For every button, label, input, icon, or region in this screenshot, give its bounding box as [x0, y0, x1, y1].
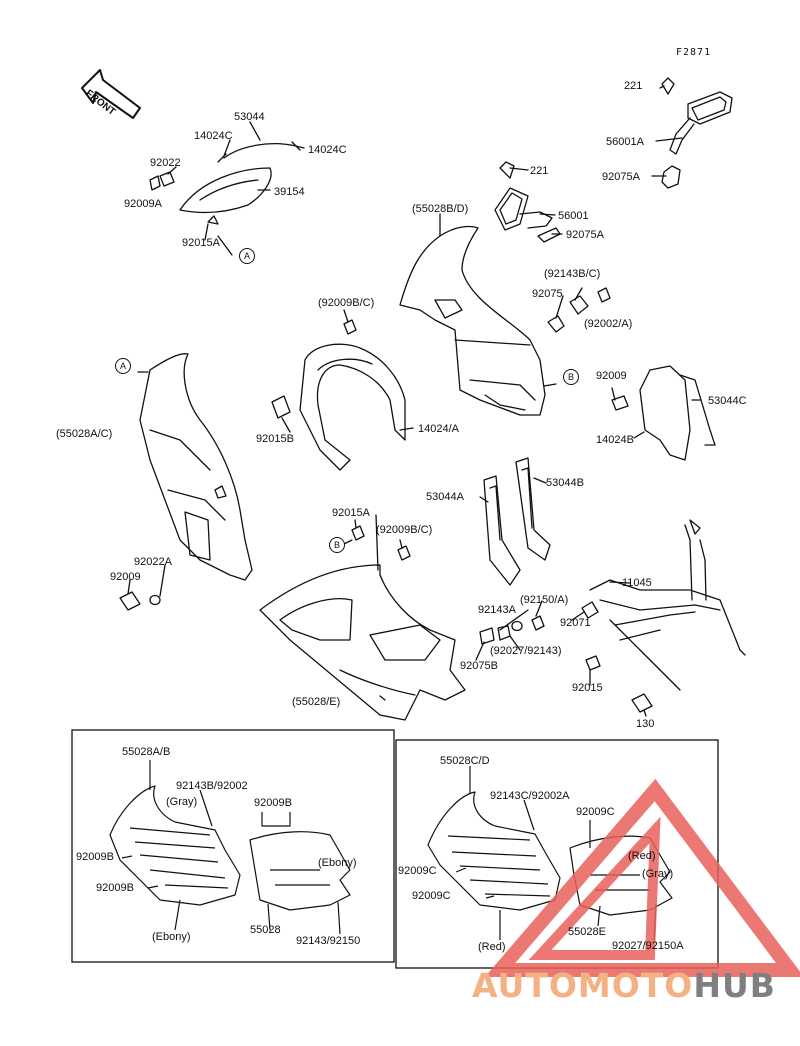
part-label-92015: 92015 [572, 682, 603, 694]
inset-left-label-92143B-92002: 92143B/92002 [176, 780, 248, 792]
part-label-55028E: (55028/E) [292, 696, 341, 708]
inset-right-fairing-icon [427, 791, 561, 911]
callout-b-mid: B [329, 537, 345, 553]
part-label-56001A: 56001A [606, 136, 644, 148]
part-label-221-top: 221 [624, 80, 643, 92]
part-label-92071: 92071 [560, 617, 591, 629]
part-label-39154: 39154 [274, 186, 305, 198]
front-arrow-icon [81, 69, 141, 119]
part-label-221-mid: 221 [530, 165, 549, 177]
part-label-92009A: 92009A [124, 198, 162, 210]
inset-right-label-red: (Red) [628, 850, 656, 862]
part-label-11045: 11045 [622, 577, 652, 589]
inset-right-label-92009C-a: 92009C [398, 865, 437, 877]
inner-panel-icon [299, 343, 406, 471]
watermark-part2: HUB [693, 966, 776, 1005]
part-label-92009-left: 92009 [110, 571, 141, 583]
part-label-14024B: 14024B [596, 434, 634, 446]
callout-a-left: A [115, 358, 131, 374]
part-label-92027-92143: (92027/92143) [490, 645, 562, 657]
side-panel-c-icon [611, 365, 716, 461]
inset-left-label-92009B-top: 92009B [254, 797, 292, 809]
part-label-92143BC: (92143B/C) [544, 268, 601, 280]
part-label-55028BD: (55028B/D) [412, 203, 469, 215]
inset-left-label-55028: 55028 [250, 924, 281, 936]
part-label-92009BC-top: (92009B/C) [318, 297, 375, 309]
part-label-92009BC-mid: (92009B/C) [376, 524, 433, 536]
inset-left-label-92143-92150: 92143/92150 [296, 935, 361, 947]
inset-left-fairing-icon [109, 785, 241, 906]
inset-left-label-gray: (Gray) [166, 796, 198, 808]
part-label-130: 130 [636, 718, 655, 730]
part-label-92075B: 92075B [460, 660, 498, 672]
part-label-92075A-top: 92075A [602, 171, 640, 183]
watermark-text: AUTOMOTOHUB [472, 966, 776, 1005]
inset-left-label-ebony-right: (Ebony) [318, 857, 357, 869]
inset-right-label-92143C-92002A: 92143C/92002A [490, 790, 570, 802]
part-label-92075A-mid: 92075A [566, 229, 604, 241]
callout-b-right: B [563, 369, 579, 385]
side-fairing-left-icon [139, 353, 253, 581]
inset-left-label-92009B-b: 92009B [96, 882, 134, 894]
inset-left-label-92009B-a: 92009B [76, 851, 114, 863]
lower-cowl-icon [259, 564, 466, 721]
part-label-55028AC: (55028A/C) [56, 428, 113, 440]
part-label-53044A: 53044A [426, 491, 464, 503]
inset-right-label-55028CD: 55028C/D [440, 755, 490, 767]
part-label-92150A: (92150/A) [520, 594, 569, 606]
inset-right-label-red-bottom: (Red) [478, 941, 506, 953]
inset-right-label-55028E: 55028E [568, 926, 606, 938]
mirror-left-icon [494, 161, 561, 243]
callout-a-top: A [239, 248, 255, 264]
inset-left-label-55028AB: 55028A/B [122, 746, 171, 758]
watermark-logo [484, 778, 800, 977]
part-label-53044: 53044 [234, 111, 265, 123]
inset-left-label-ebony-bottom: (Ebony) [152, 931, 191, 943]
part-label-53044B: 53044B [546, 477, 584, 489]
part-label-92143A: 92143A [478, 604, 516, 616]
inset-left-frame [71, 729, 395, 963]
part-label-56001: 56001 [558, 210, 589, 222]
watermark-part1: AUTOMOTO [472, 966, 694, 1005]
inset-left-lower-icon [249, 831, 351, 911]
part-label-53044C: 53044C [708, 395, 747, 407]
figure-code: F2871 [676, 47, 712, 58]
part-label-14024A: 14024/A [418, 423, 459, 435]
part-label-92015A-mid: 92015A [332, 507, 370, 519]
part-label-92015B: 92015B [256, 433, 294, 445]
part-label-92015A-top: 92015A [182, 237, 220, 249]
inset-right-label-gray: (Gray) [642, 868, 674, 880]
part-label-92009-right: 92009 [596, 370, 627, 382]
inset-right-label-92009C-b: 92009C [412, 890, 451, 902]
part-label-92002A: (92002/A) [584, 318, 633, 330]
part-label-14024C-left: 14024C [194, 130, 233, 142]
part-label-92075: 92075 [532, 288, 563, 300]
fairing-stay-icon [589, 519, 746, 691]
side-panel-a-icon [483, 475, 521, 586]
windshield-icon [149, 141, 301, 225]
inset-right-label-92009C-top: 92009C [576, 806, 615, 818]
side-panel-b-icon [515, 457, 551, 561]
part-label-92022A: 92022A [134, 556, 172, 568]
inset-right-label-92027-92150A: 92027/92150A [612, 940, 684, 952]
mirror-right-icon [661, 77, 733, 189]
part-label-92022: 92022 [150, 157, 181, 169]
upper-fairing-right-icon [399, 225, 546, 416]
part-label-14024C-right: 14024C [308, 144, 347, 156]
